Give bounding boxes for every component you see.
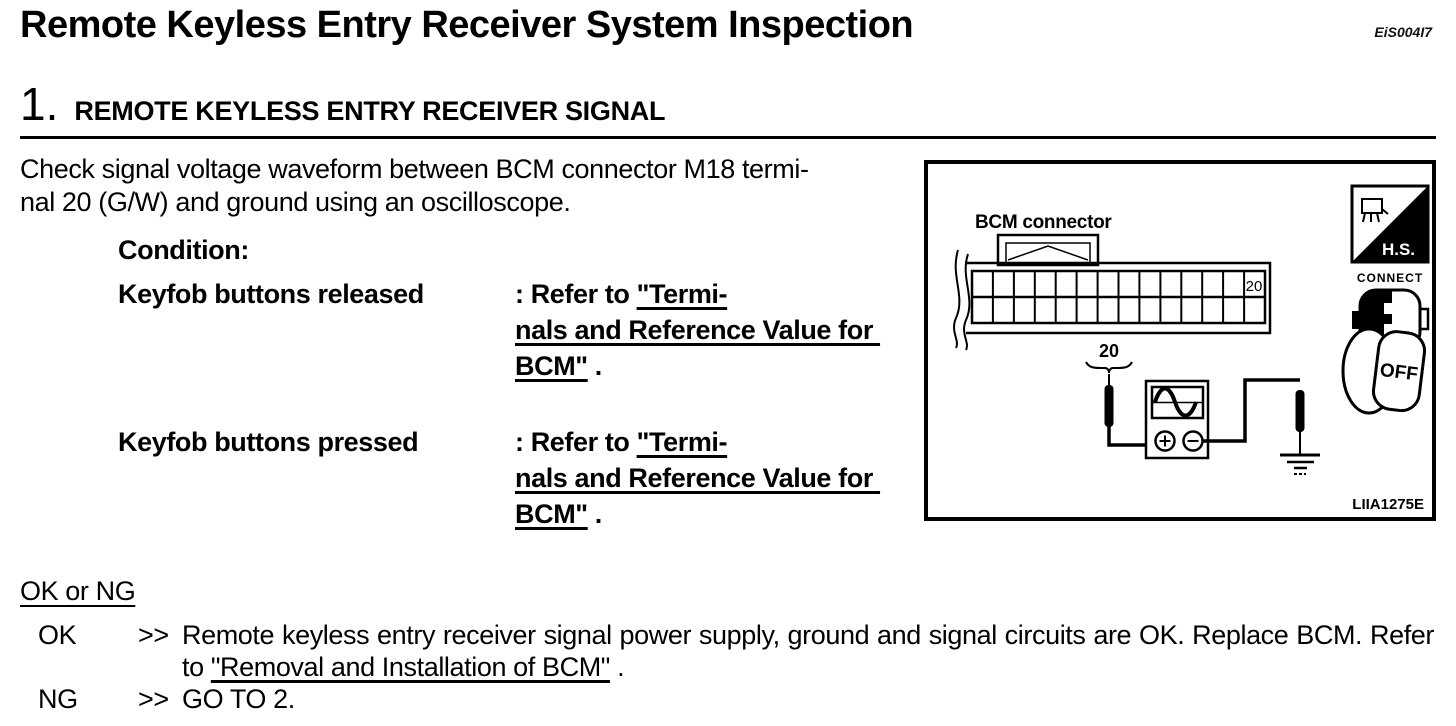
service-manual-page: Remote Keyless Entry Receiver System Ins… (0, 4, 1456, 715)
result-label: OK (38, 620, 77, 650)
inspection-diagram: BCM connector (942, 184, 1430, 513)
result-rows: OK >> Remote keyless entry receiver sign… (20, 619, 1436, 715)
condition-value: : Refer to "Termi- nals and Reference Va… (515, 424, 887, 532)
callout-brace (1085, 361, 1133, 374)
bcm-connector-label: BCM connector (975, 212, 1112, 233)
bcm-connector-drawing (942, 233, 1272, 351)
connect-label: CONNECT (1357, 271, 1423, 285)
condition-value: : Refer to "Termi- nals and Reference Va… (515, 276, 887, 384)
result-row-ng: NG >> GO TO 2. (20, 683, 1436, 715)
step-content: Check signal voltage waveform between BC… (20, 153, 1436, 532)
ground-icon (1280, 453, 1320, 475)
okng-heading: OK or NG (20, 576, 136, 606)
result-arrow: >> (138, 620, 169, 650)
ignition-key-off-icon: OFF (1341, 327, 1427, 415)
result-arrow: >> (138, 684, 169, 714)
refer-suffix: . (587, 351, 603, 381)
figure-code: LIIA1275E (1352, 496, 1424, 513)
condition-name: Keyfob buttons pressed (118, 427, 419, 457)
instruction-column: Check signal voltage waveform between BC… (20, 153, 916, 532)
refer-prefix: : Refer to (515, 279, 637, 309)
condition-row-pressed: Keyfob buttons pressed : Refer to "Termi… (118, 424, 916, 532)
step-number: 1. (20, 78, 59, 130)
refer-suffix: . (587, 499, 603, 529)
test-probe-left (1104, 374, 1146, 447)
terminal-20-callout: 20 (1099, 341, 1119, 361)
inspection-figure: BCM connector (924, 160, 1436, 521)
hand-tool-icon (1361, 198, 1389, 223)
instruction-text: Check signal voltage waveform between BC… (20, 154, 809, 217)
removal-installation-link[interactable]: "Removal and Installation of BCM" (210, 652, 611, 682)
heading-rule (20, 136, 1436, 139)
ground-circuit (1203, 378, 1320, 475)
refer-prefix: : Refer to (515, 427, 637, 457)
result-description: GO TO 2. (182, 684, 295, 714)
hs-label: H.S. (1382, 240, 1415, 259)
result-text: GO TO 2. (182, 683, 1436, 715)
result-suffix: . (610, 652, 625, 682)
condition-row-released: Keyfob buttons released : Refer to "Term… (118, 276, 916, 384)
terminals-reference-link[interactable]: "Termi- nals and Reference Value for BCM… (515, 427, 873, 529)
condition-label: Condition: (118, 235, 249, 265)
result-text: Remote keyless entry receiver signal pow… (182, 619, 1436, 683)
step-title: REMOTE KEYLESS ENTRY RECEIVER SIGNAL (74, 96, 666, 126)
result-row-ok: OK >> Remote keyless entry receiver sign… (20, 619, 1436, 683)
oscilloscope-icon (1144, 379, 1210, 460)
result-description: Remote keyless entry receiver signal pow… (182, 620, 1434, 682)
doc-code: EiS004I7 (1374, 24, 1432, 40)
page-title: Remote Keyless Entry Receiver System Ins… (20, 4, 914, 46)
condition-name: Keyfob buttons released (118, 279, 424, 309)
doc-header: Remote Keyless Entry Receiver System Ins… (20, 4, 1436, 47)
result-section: OK or NG OK >> Remote keyless entry rece… (20, 576, 1436, 715)
key-off-label: OFF (1379, 360, 1419, 385)
step-heading: 1. REMOTE KEYLESS ENTRY RECEIVER SIGNAL (20, 81, 1436, 127)
result-label: NG (38, 684, 78, 714)
pin-20-cell-label: 20 (1246, 278, 1263, 295)
terminals-reference-link[interactable]: "Termi- nals and Reference Value for BCM… (515, 279, 873, 381)
hs-icon: H.S. (1350, 184, 1430, 264)
